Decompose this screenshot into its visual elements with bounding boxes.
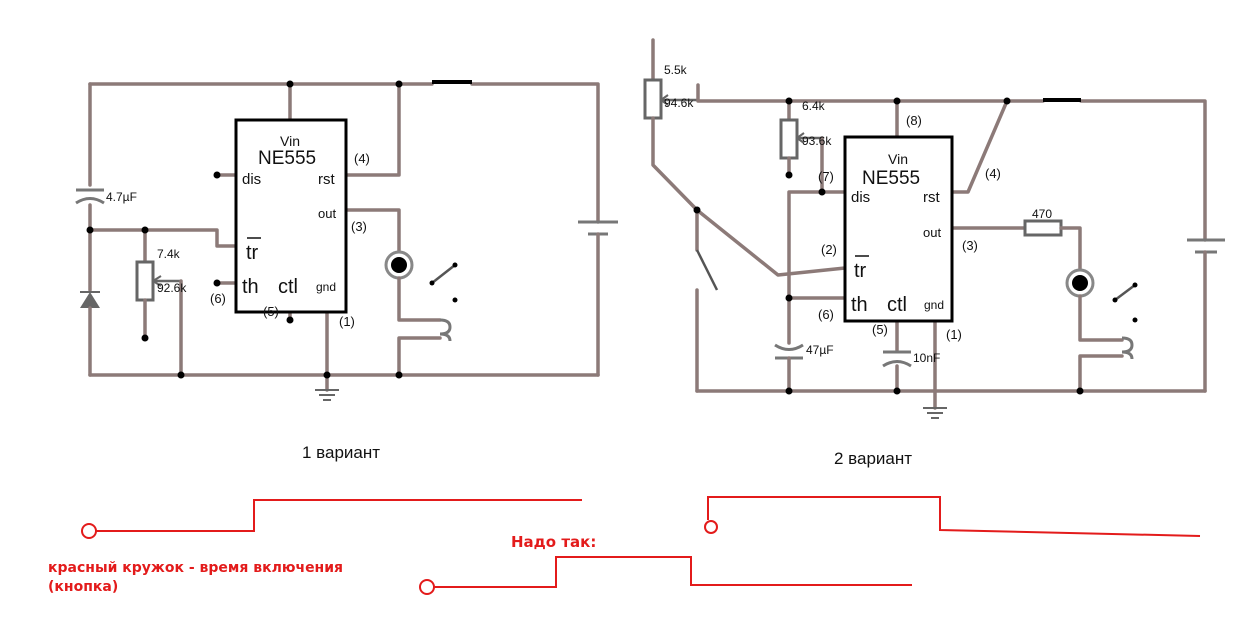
chip1-tr-label: tr <box>246 242 259 264</box>
chip2-dis-label: dis <box>851 189 870 206</box>
button-press-marker-1 <box>81 523 97 539</box>
ne555-chip-2 <box>843 135 954 323</box>
legend-line-2: (кнопка) <box>48 579 118 595</box>
chip1-pin4: (4) <box>354 151 370 166</box>
chip2-tr-label: tr <box>854 260 867 282</box>
chip2-vin-label: Vin <box>888 151 908 167</box>
pot1-a-label: 7.4k <box>157 247 181 261</box>
chip2-pin2: (2) <box>821 242 837 257</box>
chip1-pin3: (3) <box>351 219 367 234</box>
chip1-pin1: (1) <box>339 314 355 329</box>
pot-top-a-label: 5.5k <box>664 63 688 77</box>
chip2-pin1: (1) <box>946 327 962 342</box>
waveform-current <box>96 499 582 532</box>
chip2-name: NE555 <box>862 168 920 189</box>
chip2-pin3: (3) <box>962 238 978 253</box>
legend-line-1: красный кружок - время включения <box>48 560 343 576</box>
timing-annotations: красный кружок - время включения (кнопка… <box>48 496 1201 595</box>
chip2-pin6: (6) <box>818 307 834 322</box>
cap-10nf-label: 10nF <box>913 351 940 365</box>
chip1-name: NE555 <box>258 148 316 169</box>
waveform-desired <box>434 556 912 588</box>
chip2-out-label: out <box>923 225 941 240</box>
chip1-out-label: out <box>318 206 336 221</box>
chip1-pin6: (6) <box>210 291 226 306</box>
cap-47uf-label: 47µF <box>806 343 834 357</box>
chip2-pin5: (5) <box>872 322 888 337</box>
resistor-470-label: 470 <box>1032 207 1052 221</box>
chip1-vin-label: Vin <box>280 133 300 149</box>
caption-variant-1: 1 вариант <box>302 443 380 462</box>
caption-variant-2: 2 вариант <box>834 449 912 468</box>
chip2-rst-label: rst <box>923 189 940 206</box>
chip1-rst-label: rst <box>318 171 335 188</box>
chip1-ctl-label: ctl <box>278 276 298 298</box>
chip2-pin4: (4) <box>985 166 1001 181</box>
chip2-pin8: (8) <box>906 113 922 128</box>
chip1-gnd-label: gnd <box>316 280 336 294</box>
chip2-gnd-label: gnd <box>924 298 944 312</box>
pot-top-b-label: 94.6k <box>664 96 694 110</box>
cap-4-7uf-label: 4.7µF <box>106 190 137 204</box>
chip1-th-label: th <box>242 276 259 298</box>
pot1-b-label: 92.6k <box>157 281 187 295</box>
circuit-1: Vin NE555 dis rst out tr th ctl gnd (4) … <box>75 80 618 462</box>
should-be-label: Надо так: <box>511 533 596 551</box>
chip1-dis-label: dis <box>242 171 261 188</box>
pot2-b-label: 93.6k <box>802 134 832 148</box>
waveform-variant-2 <box>707 496 1201 537</box>
button-press-marker-3 <box>704 520 718 534</box>
chip2-th-label: th <box>851 294 868 316</box>
pot2-a-label: 6.4k <box>802 99 826 113</box>
chip2-pin7: (7) <box>818 169 834 184</box>
chip2-ctl-label: ctl <box>887 294 907 316</box>
button-press-marker-2 <box>419 579 435 595</box>
chip1-pin5: (5) <box>263 304 279 319</box>
ne555-chip-1 <box>234 118 348 314</box>
circuit-2: Vin NE555 dis rst out tr th ctl gnd (8) … <box>643 38 1225 468</box>
